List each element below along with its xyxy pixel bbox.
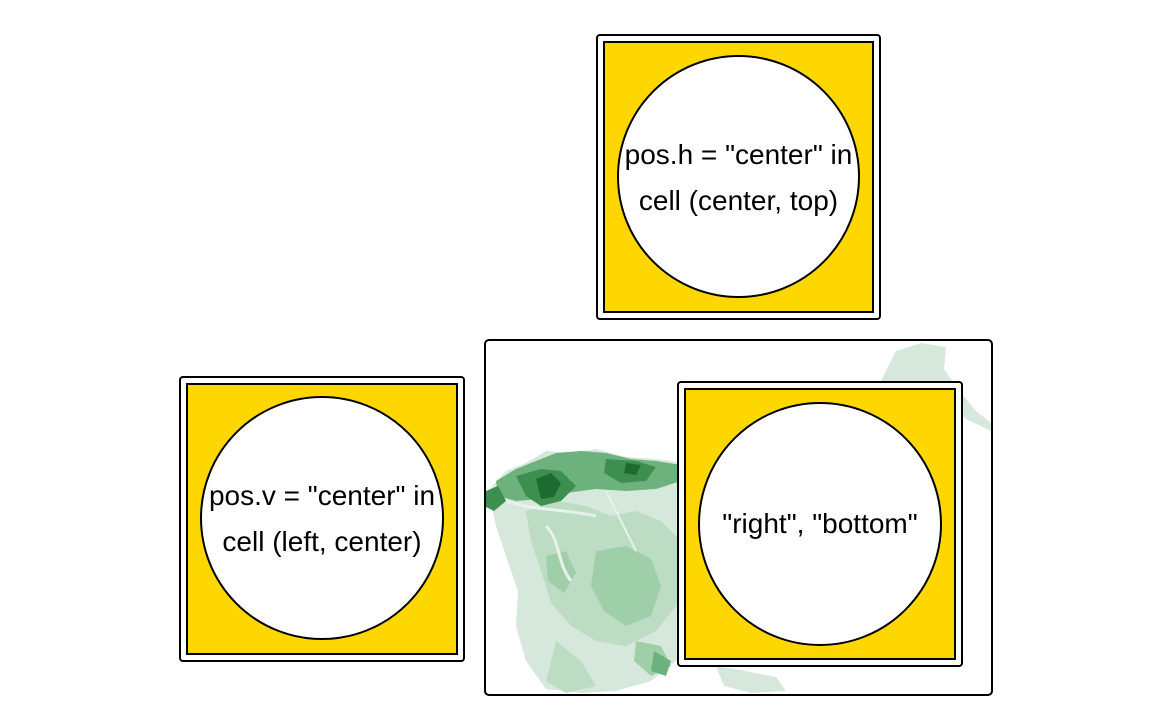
map-region-se xyxy=(716,666,786,693)
map-valley-1 xyxy=(505,499,597,518)
map-valley-2 xyxy=(544,524,573,582)
map-valley-3 xyxy=(605,490,637,552)
legend-label-inset-line1: "right", "bottom" xyxy=(722,508,918,539)
legend-label-left-line2: cell (left, center) xyxy=(222,526,422,557)
map-region-ridge-6 xyxy=(486,486,506,511)
map-region-ridge-3 xyxy=(536,473,561,499)
legend-disc-left xyxy=(200,396,444,640)
legend-label-top: pos.h = "center" in cell (center, top) xyxy=(596,132,881,224)
legend-label-left: pos.v = "center" in cell (left, center) xyxy=(179,473,465,565)
map-region-ridge-5 xyxy=(624,463,641,475)
legend-label-inset: "right", "bottom" xyxy=(677,501,963,547)
map-region-se-2 xyxy=(651,651,671,676)
map-region-mid-3 xyxy=(546,551,576,593)
legend-label-left-line1: pos.v = "center" in xyxy=(208,480,436,511)
legend-label-top-line2: cell (center, top) xyxy=(638,185,839,216)
map-region-sw-tail xyxy=(546,641,596,693)
terrain-map xyxy=(486,343,991,693)
map-region-mid-2 xyxy=(591,546,661,626)
legend-label-top-line1: pos.h = "center" in xyxy=(624,139,853,170)
legend-disc-top xyxy=(617,55,860,298)
legend-disc-inset xyxy=(698,402,942,646)
